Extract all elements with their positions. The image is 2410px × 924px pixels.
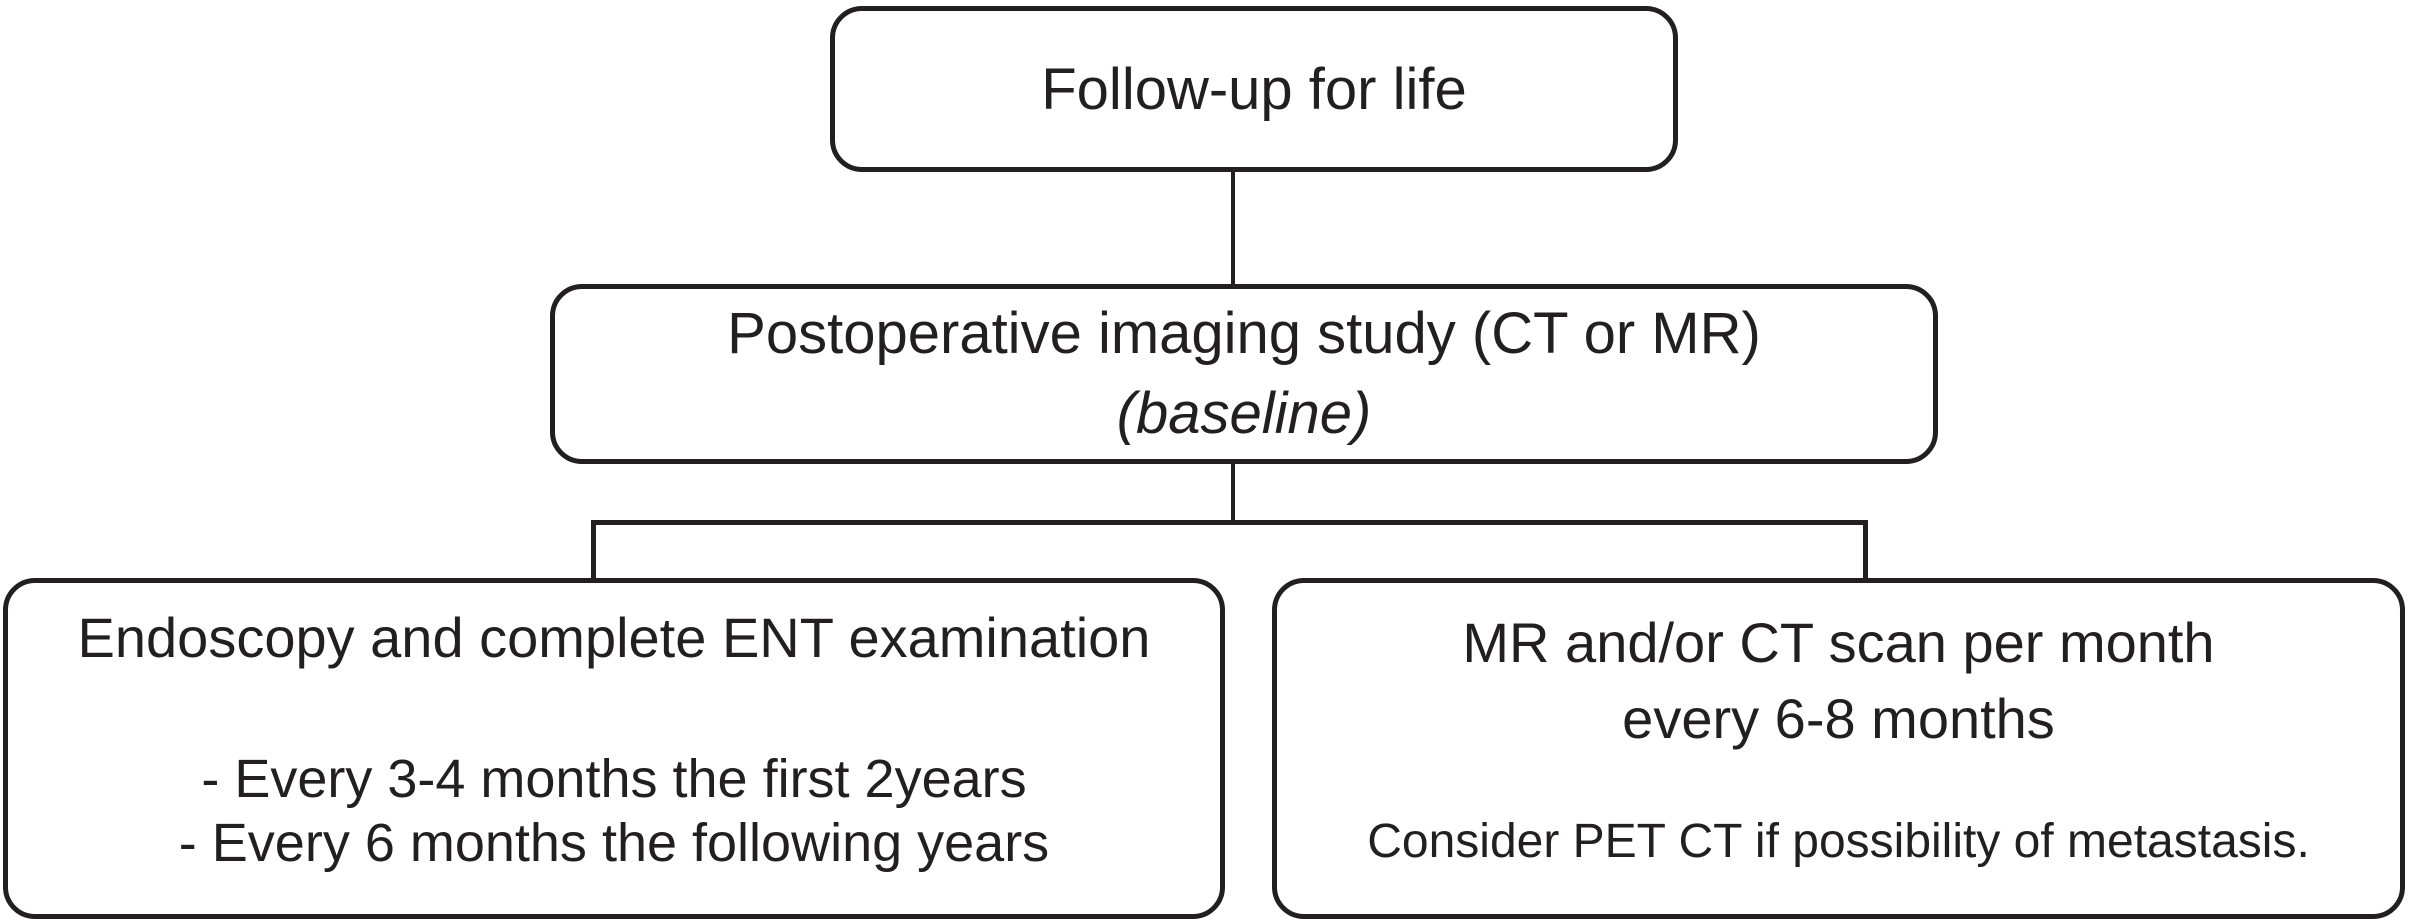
node-endoscopy-title: Endoscopy and complete ENT examination xyxy=(77,606,1151,669)
node-mr-ct-title: MR and/or CT scan per month every 6-8 mo… xyxy=(1277,605,2400,757)
node-postoperative-imaging: Postoperative imaging study (CT or MR) (… xyxy=(550,284,1938,464)
connector-followup-to-imaging xyxy=(1231,170,1235,286)
node-follow-up-label: Follow-up for life xyxy=(1041,56,1467,122)
node-mr-ct-title-line1: MR and/or CT scan per month xyxy=(1462,611,2215,674)
node-follow-up-for-life: Follow-up for life xyxy=(830,6,1678,172)
endoscopy-schedule-list: - Every 3-4 months the first 2years - Ev… xyxy=(8,747,1220,875)
node-mr-ct-pet-note: Consider PET CT if possibility of metast… xyxy=(1367,815,2310,868)
node-postoperative-imaging-baseline: (baseline) xyxy=(1116,381,1372,446)
connector-drop-to-mr-ct xyxy=(1863,520,1868,580)
node-endoscopy-ent-exam: Endoscopy and complete ENT examination -… xyxy=(3,578,1225,919)
connector-imaging-stub xyxy=(1231,461,1235,523)
connector-branch-bar xyxy=(591,520,1868,525)
connector-drop-to-endoscopy xyxy=(591,520,596,580)
endoscopy-schedule-item: - Every 6 months the following years xyxy=(178,813,1050,873)
node-mr-ct-title-line2: every 6-8 months xyxy=(1622,687,2055,750)
node-mr-ct-scan: MR and/or CT scan per month every 6-8 mo… xyxy=(1272,578,2405,919)
node-postoperative-imaging-line1: Postoperative imaging study (CT or MR) xyxy=(727,301,1761,366)
endoscopy-schedule-item: - Every 3-4 months the first 2years xyxy=(201,749,1027,809)
